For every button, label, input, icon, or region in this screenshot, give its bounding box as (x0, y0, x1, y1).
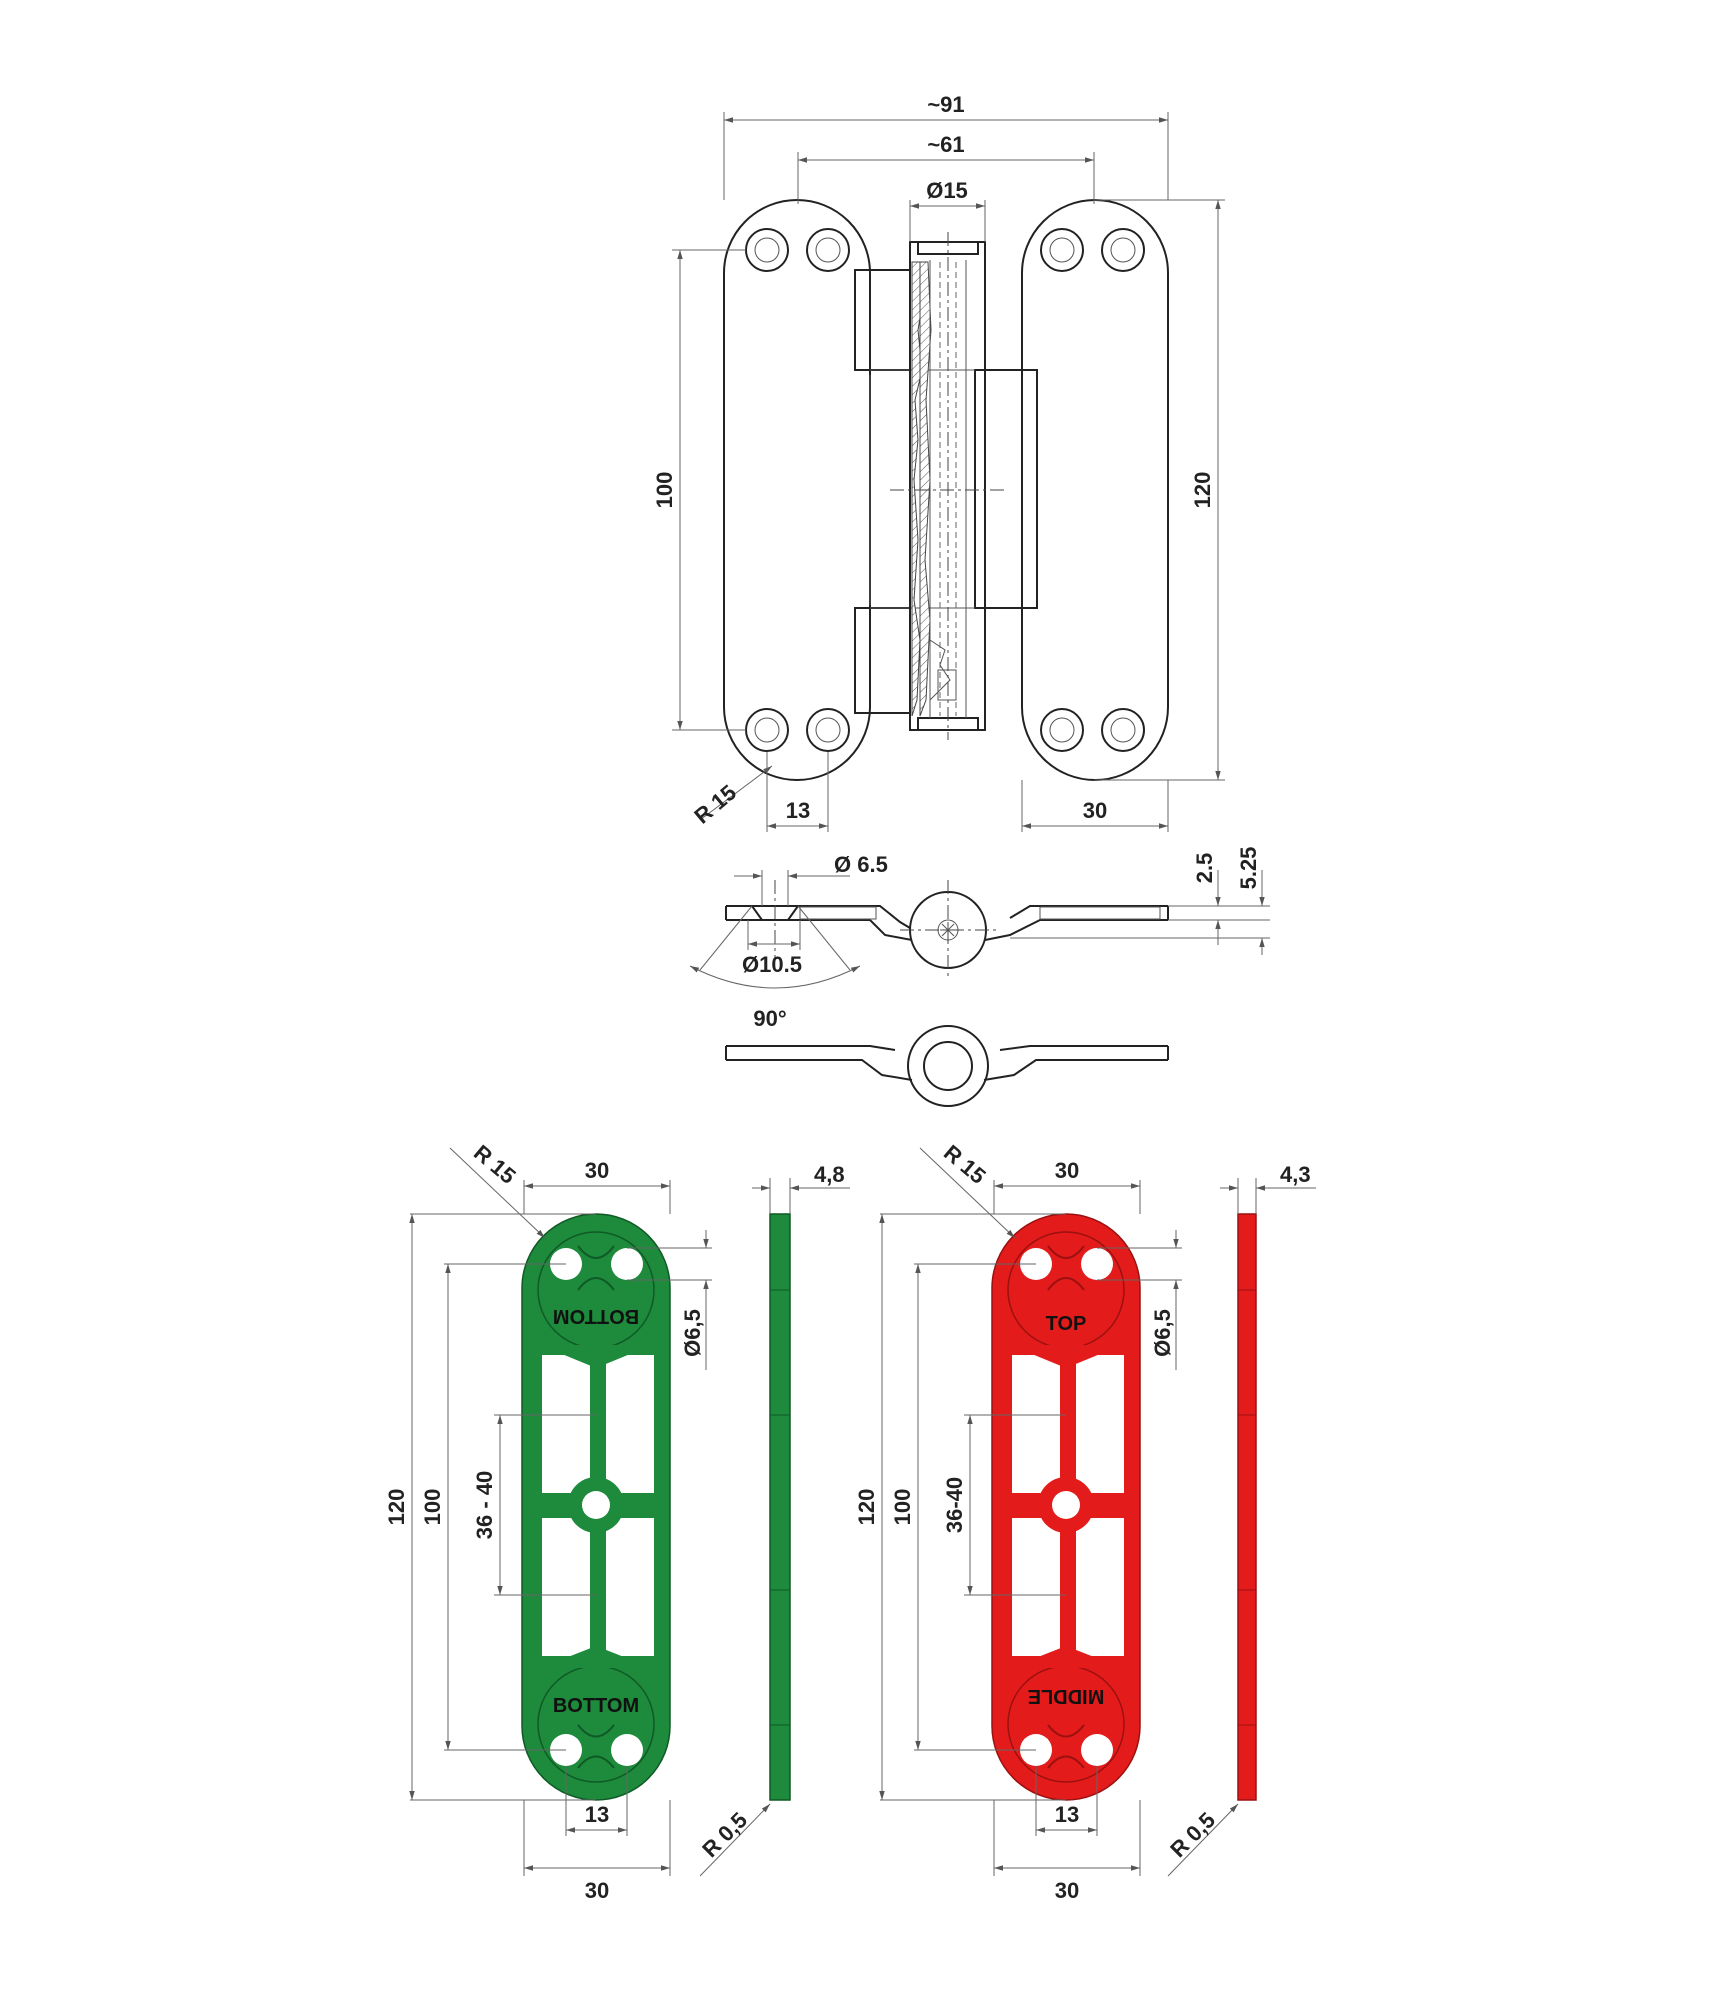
green-dim-hole-diameter: Ø6,5 (680, 1309, 705, 1357)
green-dim-thickness: 4,8 (814, 1162, 845, 1187)
red-dim-radius: R 15 (939, 1140, 991, 1189)
green-shim-plate: BOTTOM BOTTOM 30 R 15 120 100 36 - (384, 1140, 850, 1903)
hinge-front-view: ~91 ~61 Ø15 100 120 R 15 13 30 (652, 92, 1225, 832)
dim-barrel-diameter: Ø15 (926, 178, 968, 203)
green-dim-width-top: 30 (585, 1158, 609, 1183)
dim-countersink-hole: Ø 6.5 (834, 852, 888, 877)
hinge-section-view-open: Ø 6.5 Ø10.5 90° 2.5 5.25 (689, 847, 1270, 1031)
dim-overall-width: ~91 (927, 92, 964, 117)
dim-leaf-width: 30 (1083, 798, 1107, 823)
red-dim-edge-radius: R 0,5 (1165, 1807, 1220, 1862)
hinge-section-view-closed (725, 1025, 1169, 1107)
green-dim-adjust-range: 36 - 40 (472, 1471, 497, 1540)
green-dim-height: 120 (384, 1489, 409, 1526)
red-dim-thickness: 4,3 (1280, 1162, 1311, 1187)
green-dim-radius: R 15 (469, 1140, 521, 1189)
dim-countersink-angle: 90° (753, 1006, 786, 1031)
dim-hole-spacing: 13 (786, 798, 810, 823)
red-dim-hole-pitch: 100 (890, 1489, 915, 1526)
right-leaf (1021, 199, 1169, 781)
hinge-knuckles (854, 269, 1038, 714)
green-dim-hole-spacing: 13 (585, 1802, 609, 1827)
green-plate-top-label: BOTTOM (553, 1305, 639, 1327)
dim-countersink-outer: Ø10.5 (742, 952, 802, 977)
dim-hole-span: ~61 (927, 132, 964, 157)
green-dim-edge-radius: R 0,5 (697, 1807, 752, 1862)
red-dim-height: 120 (854, 1489, 879, 1526)
section-pin (923, 1041, 973, 1091)
green-dim-width-bottom: 30 (585, 1878, 609, 1903)
green-plate-bottom-label: BOTTOM (553, 1695, 639, 1717)
dim-total-thickness: 5.25 (1236, 847, 1261, 890)
green-plate-side-profile (769, 1213, 791, 1801)
left-leaf (723, 199, 871, 781)
red-dim-adjust-range: 36-40 (942, 1477, 967, 1533)
dim-overall-height: 120 (1190, 472, 1215, 509)
green-dim-hole-pitch: 100 (420, 1489, 445, 1526)
red-plate-bottom-label: MIDDLE (1028, 1685, 1105, 1707)
red-plate-side-profile (1237, 1213, 1257, 1801)
dim-leaf-thickness: 2.5 (1192, 853, 1217, 884)
red-dim-width-top: 30 (1055, 1158, 1079, 1183)
dim-corner-radius: R 15 (689, 780, 741, 829)
dim-hole-pitch-height: 100 (652, 472, 677, 509)
red-dim-width-bottom: 30 (1055, 1878, 1079, 1903)
red-plate-top-label: TOP (1046, 1313, 1087, 1335)
red-dim-hole-spacing: 13 (1055, 1802, 1079, 1827)
red-dim-hole-diameter: Ø6,5 (1150, 1309, 1175, 1357)
red-shim-plate: TOP MIDDLE 30 R 15 120 100 36-40 (854, 1140, 1316, 1903)
